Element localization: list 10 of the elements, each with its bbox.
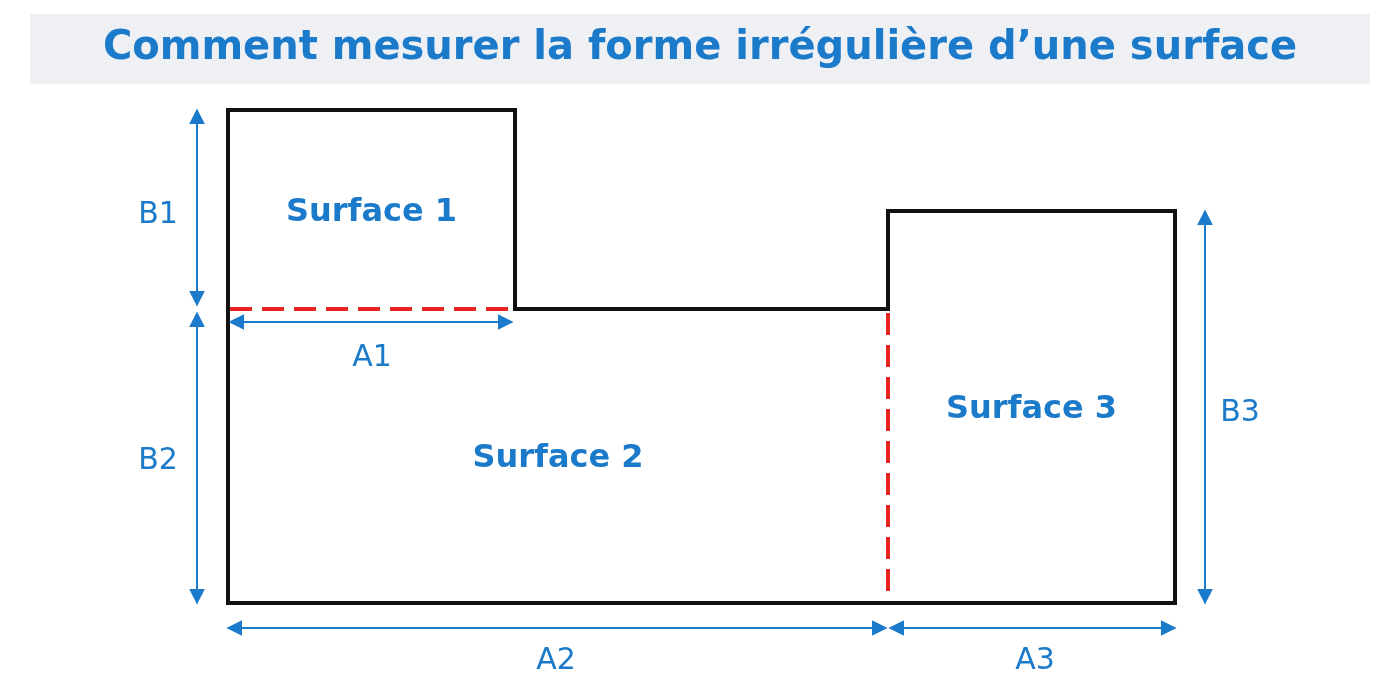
dimension-label: A1 bbox=[352, 337, 392, 373]
dimension-label: A2 bbox=[536, 640, 576, 676]
area-name: Surface 2 bbox=[472, 437, 644, 475]
dimension-label: B3 bbox=[1220, 392, 1260, 428]
dimension-label: A3 bbox=[1015, 640, 1055, 676]
area-name: Surface 3 bbox=[945, 388, 1118, 426]
title: Comment mesurer la forme irrégulière d’une surface bbox=[101, 22, 1299, 68]
area-name: Surface 1 bbox=[285, 191, 458, 229]
dimension-label: B1 bbox=[138, 194, 178, 230]
dimension-label: B2 bbox=[138, 440, 178, 476]
